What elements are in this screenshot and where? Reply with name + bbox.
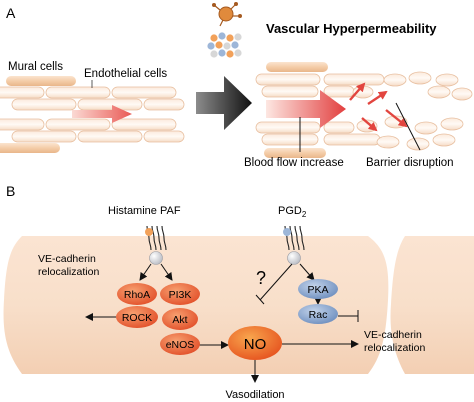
panel-a-title: Vascular Hyperpermeability bbox=[266, 21, 437, 36]
node-rac-label: Rac bbox=[309, 309, 328, 321]
node-rhoa: RhoA bbox=[117, 283, 157, 305]
ve-cadherin-right-label-1: VE-cadherin bbox=[364, 329, 422, 341]
ve-cadherin-left-label-1: VE-cadherin bbox=[38, 253, 96, 265]
node-pka: PKA bbox=[298, 279, 338, 299]
endothelial-cells-label: Endothelial cells bbox=[84, 68, 167, 80]
node-akt: Akt bbox=[162, 308, 198, 330]
node-no: NO bbox=[228, 326, 282, 360]
node-no-label: NO bbox=[244, 336, 267, 353]
signal-arrows bbox=[85, 263, 359, 383]
mural-cells-label: Mural cells bbox=[8, 61, 63, 73]
node-rock-label: ROCK bbox=[122, 312, 152, 324]
granules-icon bbox=[207, 32, 242, 58]
barrier-disruption-label: Barrier disruption bbox=[366, 157, 454, 169]
node-enos: eNOS bbox=[160, 333, 200, 355]
question-mark: ? bbox=[256, 268, 266, 288]
node-pi3k: PI3K bbox=[160, 283, 200, 305]
mediators-label: Histamine PAF bbox=[108, 205, 181, 217]
receptor-left-icon bbox=[145, 225, 167, 265]
pgd2-label: PGD2 bbox=[278, 205, 307, 219]
node-pka-label: PKA bbox=[307, 284, 328, 296]
endothelial-rows-right bbox=[255, 73, 385, 146]
panel-b-letter: B bbox=[6, 183, 15, 199]
endothelial-rows-left bbox=[0, 86, 185, 143]
node-rac: Rac bbox=[298, 304, 338, 324]
node-akt-label: Akt bbox=[172, 314, 187, 326]
transition-arrow bbox=[196, 76, 252, 130]
node-rock: ROCK bbox=[116, 306, 158, 328]
panel-a-letter: A bbox=[6, 5, 16, 21]
endothelial-cell-body bbox=[3, 236, 389, 374]
receptor-right-icon bbox=[283, 225, 305, 265]
blood-flow-label: Blood flow increase bbox=[244, 157, 344, 169]
node-pi3k-label: PI3K bbox=[169, 289, 192, 301]
ve-cadherin-right-label-2: relocalization bbox=[364, 342, 425, 354]
node-enos-label: eNOS bbox=[166, 339, 195, 351]
mural-cells-left bbox=[0, 76, 76, 153]
mast-cell-icon bbox=[212, 2, 242, 27]
node-rhoa-label: RhoA bbox=[124, 289, 150, 301]
ve-cadherin-left-label-2: relocalization bbox=[38, 266, 99, 278]
mural-cells-right bbox=[264, 62, 328, 158]
leak-arrows bbox=[349, 82, 408, 132]
blood-flow-arrow-large bbox=[266, 90, 346, 128]
inhibition-lines bbox=[255, 263, 359, 322]
blood-flow-arrow-small bbox=[72, 105, 132, 123]
barrier-pointer bbox=[395, 102, 421, 151]
vasodilation-label: Vasodilation bbox=[225, 389, 284, 401]
neighbor-cell-right bbox=[390, 236, 474, 374]
